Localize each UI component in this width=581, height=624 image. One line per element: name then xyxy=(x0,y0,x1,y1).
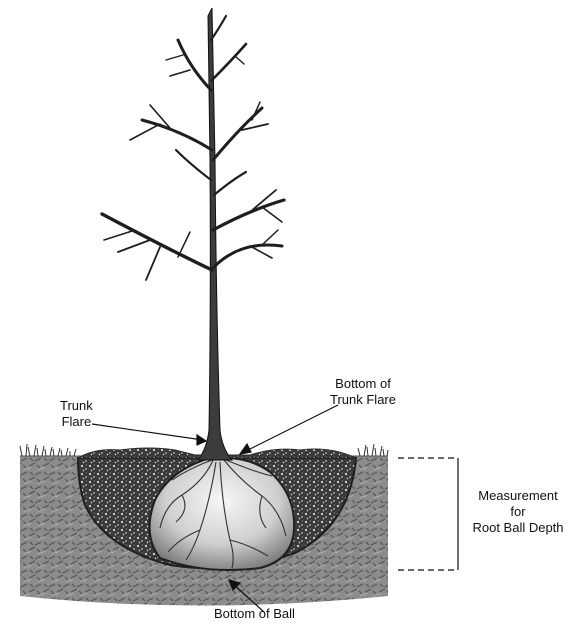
bottom-of-trunk-flare-label: Bottom of Trunk Flare xyxy=(330,376,396,408)
measurement-bracket xyxy=(398,458,458,570)
trunk-flare-label-line2: Flare xyxy=(60,414,93,430)
grass-left xyxy=(20,444,76,456)
measurement-label: Measurement for Root Ball Depth xyxy=(464,488,572,536)
grass-right xyxy=(358,444,388,456)
measurement-label-line3: Root Ball Depth xyxy=(464,520,572,536)
trunk-flare-label: Trunk Flare xyxy=(60,398,93,430)
bottom-of-ball-label: Bottom of Ball xyxy=(214,606,295,622)
measurement-label-line2: for xyxy=(464,504,572,520)
measurement-label-line1: Measurement xyxy=(464,488,572,504)
branches xyxy=(102,16,284,280)
bottom-of-trunk-flare-label-line2: Trunk Flare xyxy=(330,392,396,408)
bottom-of-trunk-flare-label-line1: Bottom of xyxy=(330,376,396,392)
trunk-flare-label-line1: Trunk xyxy=(60,398,93,414)
